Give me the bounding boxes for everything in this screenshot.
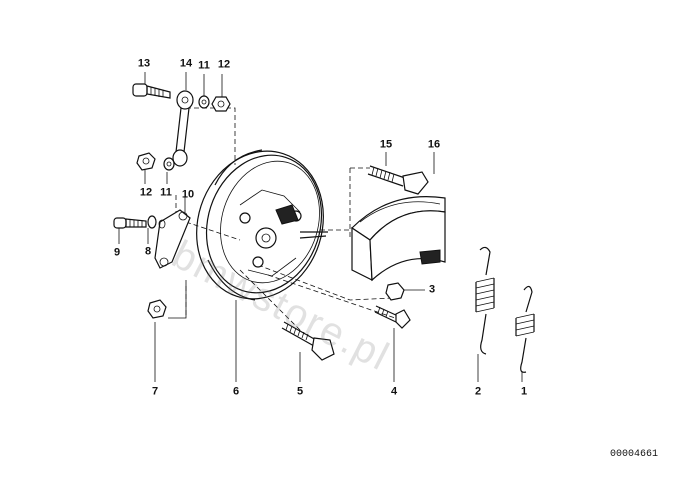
part-label-8: 8: [144, 245, 152, 258]
bolt-part-13: [132, 83, 171, 99]
part-label-7: 7: [151, 385, 159, 398]
assembly-lines: [168, 107, 396, 331]
washer-part-8: [147, 215, 157, 229]
part-label-12-top: 12: [217, 58, 231, 71]
adjuster-part-5: [281, 321, 335, 361]
nut-part-3: [385, 282, 405, 301]
spring-part-1: [515, 285, 535, 373]
part-label-9: 9: [113, 246, 121, 259]
diagram-reference-number: 00004661: [609, 449, 658, 460]
part-label-14: 14: [179, 57, 193, 70]
brake-shoe-part-16: [351, 196, 446, 282]
part-label-3: 3: [428, 283, 436, 296]
leader-lines: [118, 72, 523, 382]
washer-part-11-mid: [163, 157, 175, 171]
part-label-16: 16: [427, 138, 441, 151]
nut-part-12-top: [211, 96, 231, 112]
part-label-10: 10: [181, 188, 195, 201]
part-label-12-mid: 12: [139, 186, 153, 199]
part-label-5: 5: [296, 385, 304, 398]
backing-plate-part-6: [196, 149, 328, 301]
part-label-2: 2: [474, 385, 482, 398]
part-label-6: 6: [232, 385, 240, 398]
link-rod-part-14: [172, 90, 194, 167]
pin-part-4: [374, 305, 411, 329]
nut-part-7: [147, 299, 167, 319]
lever-part-10: [154, 209, 191, 269]
washer-part-11-top: [198, 95, 210, 109]
part-label-11-mid: 11: [160, 186, 172, 199]
part-label-1: 1: [520, 385, 528, 398]
part-label-13: 13: [137, 57, 151, 70]
cam-part-15: [367, 165, 429, 195]
nut-part-12-mid: [136, 152, 156, 171]
spring-part-2: [475, 246, 495, 355]
part-label-11-top: 11: [198, 59, 210, 72]
bolt-part-9: [113, 217, 147, 229]
part-label-15: 15: [379, 138, 393, 151]
part-label-4: 4: [390, 385, 398, 398]
